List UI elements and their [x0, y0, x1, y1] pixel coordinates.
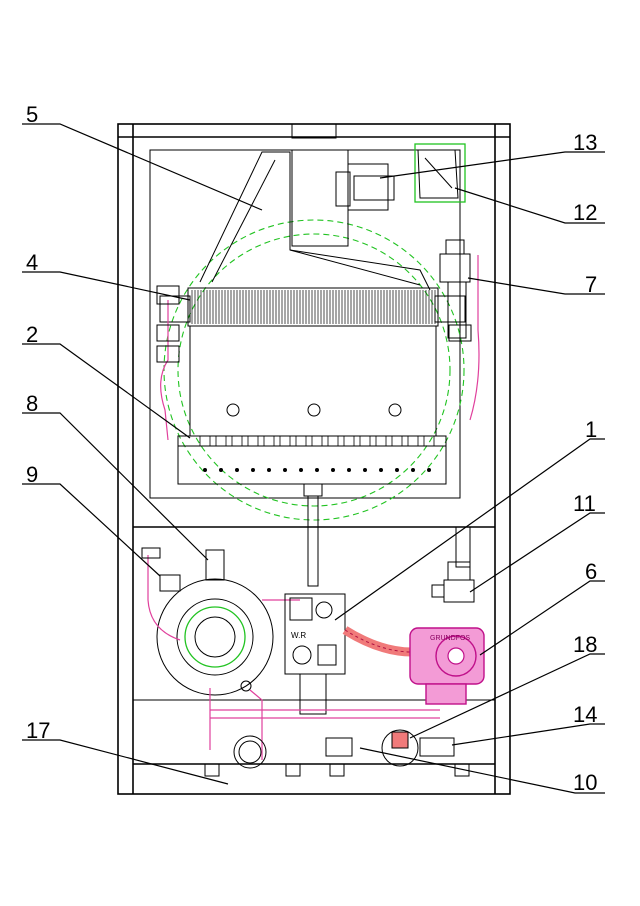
burner [177, 435, 447, 485]
callout-10: 10 [573, 770, 597, 795]
lower-manifold [204, 709, 470, 777]
callout-6: 6 [585, 559, 597, 584]
callout-11: 11 [573, 491, 596, 516]
gas-valve-mark: W.R [291, 631, 306, 640]
fan-motor [291, 149, 395, 247]
callout-7: 7 [585, 272, 597, 297]
callout-labels: 5 13 12 4 7 2 8 1 9 11 6 18 14 17 10 [26, 102, 597, 795]
gas-valve: W.R [284, 593, 346, 715]
callout-12: 12 [573, 200, 597, 225]
pump-brand: GRUNDFOS [430, 635, 470, 642]
callout-13: 13 [573, 130, 597, 155]
flue-hood [199, 151, 431, 291]
callout-1: 1 [585, 417, 597, 442]
combustion-chamber-hidden-outline [163, 143, 466, 521]
three-way-valve [141, 547, 300, 760]
vertical-pipes [303, 483, 471, 587]
air-pressure-switch [417, 149, 459, 199]
callout-14: 14 [573, 702, 597, 727]
callout-5: 5 [26, 102, 38, 127]
leader-lines [22, 123, 605, 794]
overheat-sensor [439, 239, 471, 339]
left-pipes [156, 255, 480, 441]
callout-8: 8 [26, 391, 38, 416]
circulation-pump: GRUNDFOS [409, 561, 485, 705]
callout-2: 2 [26, 322, 38, 347]
callout-18: 18 [573, 632, 597, 657]
callout-9: 9 [26, 462, 38, 487]
heat-exchanger [159, 287, 466, 327]
combustion-chamber [189, 325, 437, 437]
callout-17: 17 [26, 718, 50, 743]
ignition-cable [342, 626, 413, 657]
callout-4: 4 [26, 250, 38, 275]
